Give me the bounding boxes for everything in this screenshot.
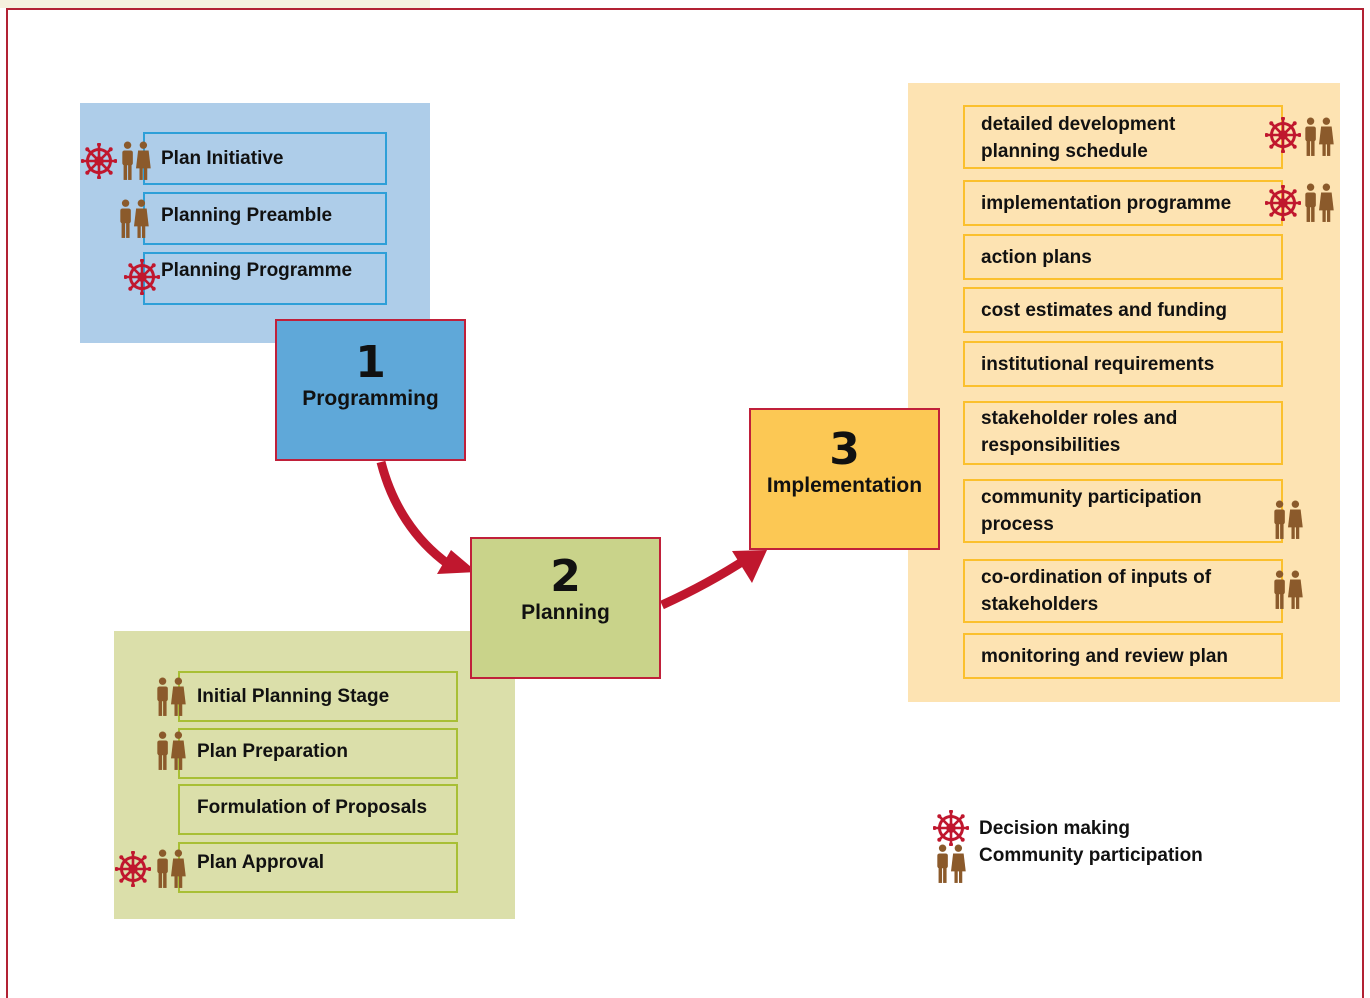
item-label: cost estimates and funding <box>981 299 1227 321</box>
item-label: Initial Planning Stage <box>197 686 390 707</box>
wheel-icon <box>933 810 969 846</box>
list-item: detailed development planning schedule <box>963 105 1283 169</box>
arrowhead-planning <box>437 550 477 574</box>
wheel-icon <box>115 851 151 887</box>
people-icon <box>118 199 150 239</box>
people-icon <box>1303 183 1335 223</box>
item-label-line: responsibilities <box>981 435 1121 456</box>
top-tab-strip <box>0 0 430 8</box>
people-icon <box>155 677 187 717</box>
stage-planning: 2 Planning <box>470 537 661 679</box>
item-label: detailed development planning schedule <box>981 111 1175 165</box>
item-label: action plans <box>981 246 1092 268</box>
legend-community-label: Community participation <box>979 845 1203 866</box>
item-label: Plan Preparation <box>197 741 348 762</box>
item-label-line: detailed development <box>981 114 1176 135</box>
stage-label: Planning <box>521 601 610 624</box>
people-icon <box>1303 117 1335 157</box>
stage-number: 1 <box>355 337 386 388</box>
list-item: co-ordination of inputs of stakeholders <box>963 559 1283 623</box>
list-item: Formulation of Proposals <box>178 784 458 835</box>
item-label-line: community participation <box>981 487 1202 508</box>
people-icon <box>1272 570 1304 610</box>
item-label: co-ordination of inputs of stakeholders <box>981 564 1211 618</box>
stage-programming: 1 Programming <box>275 319 466 461</box>
implementation-panel: detailed development planning schedule im… <box>908 83 1340 702</box>
list-item: Plan Approval <box>178 842 458 893</box>
item-label: Formulation of Proposals <box>197 797 428 818</box>
list-item: stakeholder roles and responsibilities <box>963 401 1283 465</box>
wheel-icon <box>124 259 160 295</box>
people-icon <box>155 731 187 771</box>
stage-label: Programming <box>302 387 439 410</box>
item-label: monitoring and review plan <box>981 645 1229 667</box>
item-label: Plan Initiative <box>161 148 284 169</box>
list-item: action plans <box>963 234 1283 280</box>
list-item: Plan Preparation <box>178 728 458 779</box>
list-item: Plan Initiative <box>143 132 387 185</box>
item-label: institutional requirements <box>981 353 1215 375</box>
list-item: Initial Planning Stage <box>178 671 458 722</box>
item-label: implementation programme <box>981 192 1232 214</box>
list-item: Planning Preamble <box>143 192 387 245</box>
item-label-line: process <box>981 514 1054 535</box>
legend-decision-label: Decision making <box>979 818 1130 839</box>
item-label-line: stakeholders <box>981 594 1099 615</box>
list-item: Planning Programme <box>143 252 387 305</box>
people-icon <box>935 844 967 884</box>
wheel-icon <box>81 143 117 179</box>
list-item: monitoring and review plan <box>963 633 1283 679</box>
stage-number: 3 <box>829 424 860 475</box>
item-label: stakeholder roles and responsibilities <box>981 405 1177 459</box>
item-label-line: planning schedule <box>981 141 1148 162</box>
item-label-line: co-ordination of inputs of <box>981 567 1212 588</box>
stage-number: 2 <box>550 551 581 602</box>
list-item: cost estimates and funding <box>963 287 1283 333</box>
wheel-icon <box>1265 117 1301 153</box>
item-label: Planning Programme <box>161 260 353 281</box>
list-item: institutional requirements <box>963 341 1283 387</box>
item-label: community participation process <box>981 484 1202 538</box>
people-icon <box>155 849 187 889</box>
stage-implementation: 3 Implementation <box>749 408 940 550</box>
wheel-icon <box>1265 185 1301 221</box>
item-label: Planning Preamble <box>161 205 333 226</box>
item-label-line: stakeholder roles and <box>981 408 1178 429</box>
people-icon <box>1272 500 1304 540</box>
people-icon <box>120 141 152 181</box>
list-item: implementation programme <box>963 180 1283 226</box>
stage-label: Implementation <box>766 474 923 497</box>
list-item: community participation process <box>963 479 1283 543</box>
arrowhead-implementation <box>732 550 767 583</box>
arrow-planning-to-implementation <box>660 554 751 610</box>
item-label: Plan Approval <box>197 852 325 873</box>
arrow-programming-to-planning <box>376 460 451 568</box>
